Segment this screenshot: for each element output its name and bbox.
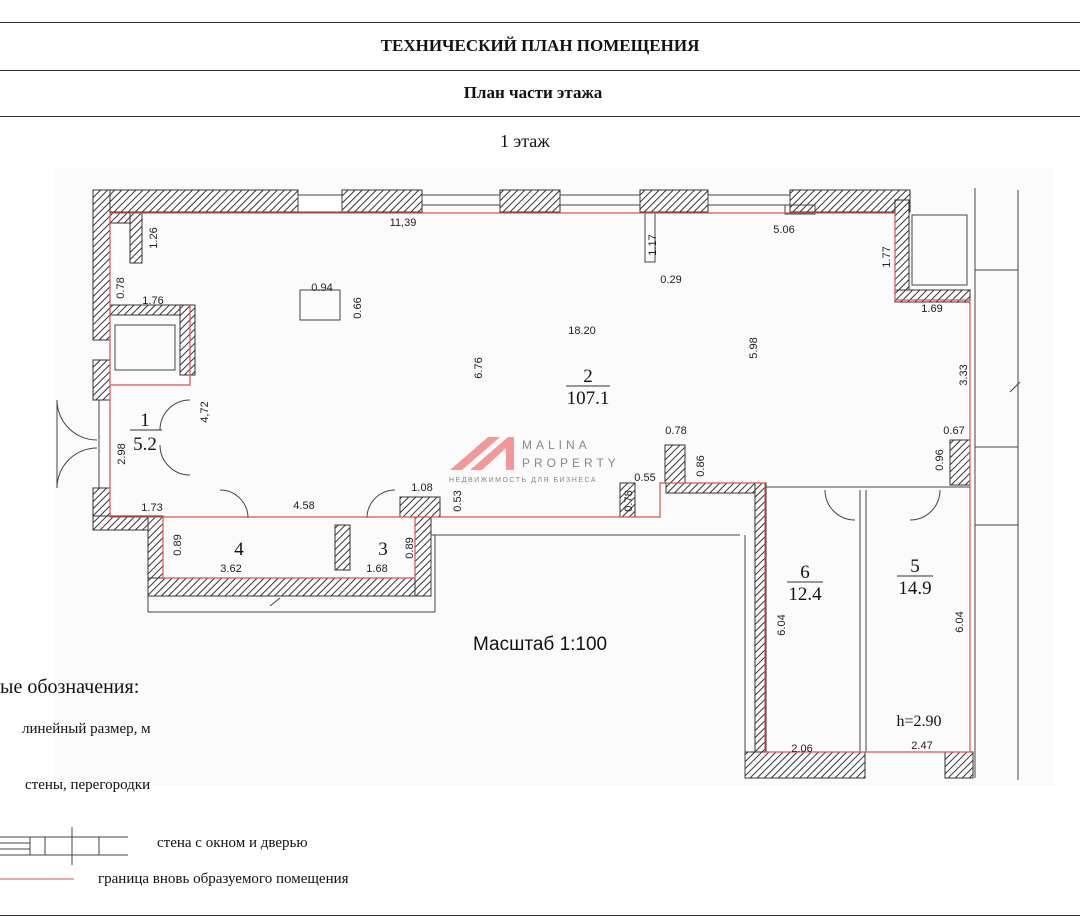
room-boundary [109, 212, 971, 753]
dimension-label: 0.86 [695, 455, 707, 476]
header-bottom-rule [0, 116, 1080, 117]
dimension-label: 0.78 [665, 425, 686, 437]
dimension-label: 2.47 [911, 740, 932, 752]
legend-item-wall-window-door: стена с окном и дверью [157, 835, 308, 851]
room-1-area: 5.2 [133, 434, 157, 455]
dimension-label: 1.17 [647, 234, 659, 255]
room-2-area: 107.1 [567, 388, 610, 409]
windows-and-outline [56, 188, 1021, 780]
legend-title: ые обозначения: [0, 676, 140, 698]
logo-text-malina: MALINA [522, 438, 591, 452]
dimension-label: 0.94 [311, 282, 332, 294]
dimension-labels: 11,39 1.26 0.78 1.76 0.94 0.66 6.76 18.2… [115, 217, 970, 755]
room-6-area: 12.4 [788, 584, 822, 605]
room-labels: 1 5.2 2 107.1 3 4 5 14.9 6 12.4 h=2.90 [130, 366, 942, 730]
dimension-label: 3.33 [958, 364, 970, 385]
dimension-label: 18.20 [568, 325, 596, 337]
dimension-label: 0.55 [634, 472, 655, 484]
dimension-label: 4.58 [293, 500, 314, 512]
dimension-label: 1.77 [881, 246, 893, 267]
room-6-number: 6 [800, 562, 810, 583]
logo-tagline: НЕДВИЖИМОСТЬ ДЛЯ БИЗНЕСА [449, 477, 597, 484]
dimension-label: 0.96 [934, 449, 946, 470]
dimension-label: 5.06 [773, 224, 794, 236]
footer-rule [0, 915, 1080, 916]
room-1-number: 1 [140, 410, 150, 431]
page-subtitle: План части этажа [463, 83, 603, 102]
dimension-label: 1.69 [921, 303, 942, 315]
dimension-label: 0.78 [623, 490, 635, 511]
dimension-label: 6.04 [776, 614, 788, 635]
room-2-number: 2 [583, 366, 593, 387]
dimension-label: 0.89 [172, 534, 184, 555]
legend-item-dimension: линейный размер, м [22, 721, 151, 737]
dimension-label: 0.66 [352, 297, 364, 318]
room-4-number: 4 [234, 539, 244, 560]
room-5-area: 14.9 [898, 578, 931, 599]
dimension-label: 1.08 [411, 482, 432, 494]
ceiling-height: h=2.90 [896, 713, 941, 730]
malina-property-logo: MALINA PROPERTY НЕДВИЖИМОСТЬ ДЛЯ БИЗНЕСА [449, 437, 620, 484]
dimension-label: 3.62 [220, 563, 241, 575]
dimension-label: 1.76 [142, 295, 163, 307]
legend-item-boundary: граница вновь образуемого помещения [98, 871, 349, 887]
dimension-label: 0.53 [452, 490, 464, 511]
plan-background [55, 168, 1055, 786]
logo-text-property: PROPERTY [522, 456, 620, 470]
page-title: ТЕХНИЧЕСКИЙ ПЛАН ПОМЕЩЕНИЯ [380, 36, 700, 55]
room-3-number: 3 [378, 539, 388, 560]
dimension-label: 0.78 [115, 277, 127, 298]
legend-symbols [0, 827, 128, 880]
dimension-label: 0.67 [943, 425, 964, 437]
room-5-number: 5 [910, 556, 920, 577]
dimension-label: 6.76 [473, 357, 485, 378]
dimension-label: 5.98 [748, 337, 760, 358]
header-rule [0, 70, 1080, 71]
dimension-label: 0.29 [660, 274, 681, 286]
dimension-label: 6.04 [954, 611, 966, 632]
legend-item-walls: стены, перегородки [25, 777, 151, 793]
dimension-label: 11,39 [390, 217, 417, 229]
dimension-label: 0.89 [404, 537, 416, 558]
floor-label: 1 этаж [500, 131, 550, 151]
dimension-label: 1.68 [366, 563, 387, 575]
header-top-rule [0, 22, 1080, 23]
dimension-label: 1.26 [148, 227, 160, 248]
scale-label: Масштаб 1:100 [473, 634, 608, 655]
dimension-label: 4,72 [199, 401, 211, 422]
dimension-label: 2.06 [791, 743, 812, 755]
dimension-label: 2.98 [116, 443, 128, 464]
dimension-label: 1.73 [141, 502, 162, 514]
